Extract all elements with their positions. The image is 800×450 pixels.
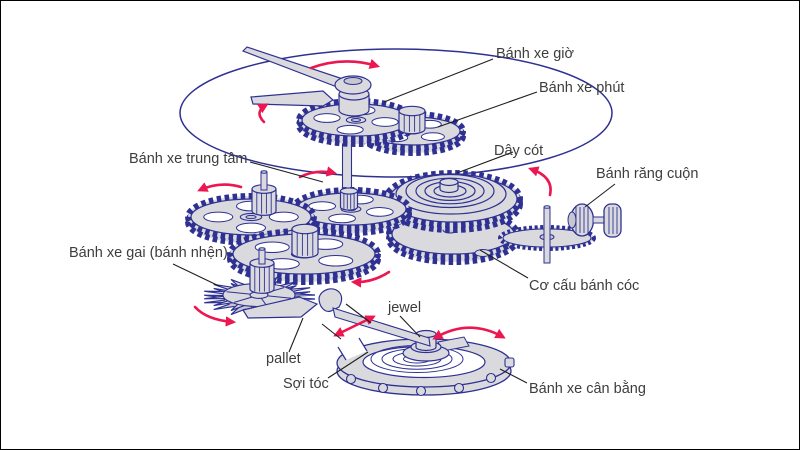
label-pallet: pallet — [266, 351, 301, 367]
label-hour-wheel: Bánh xe giờ — [496, 46, 575, 62]
label-mainspring: Dây cót — [494, 143, 544, 159]
label-jewel: jewel — [388, 300, 422, 316]
label-ratchet: Cơ cấu bánh cóc — [529, 278, 640, 294]
label-winding-pinion: Bánh răng cuộn — [596, 166, 699, 182]
label-balance-wheel: Bánh xe cân bằng — [529, 381, 646, 397]
label-center-wheel: Bánh xe trung tâm — [129, 151, 248, 167]
label-hairspring: Sợi tóc — [283, 376, 329, 392]
label-minute-wheel: Bánh xe phút — [539, 80, 625, 96]
label-escape-wheel: Bánh xe gai (bánh nhện) — [69, 245, 228, 261]
